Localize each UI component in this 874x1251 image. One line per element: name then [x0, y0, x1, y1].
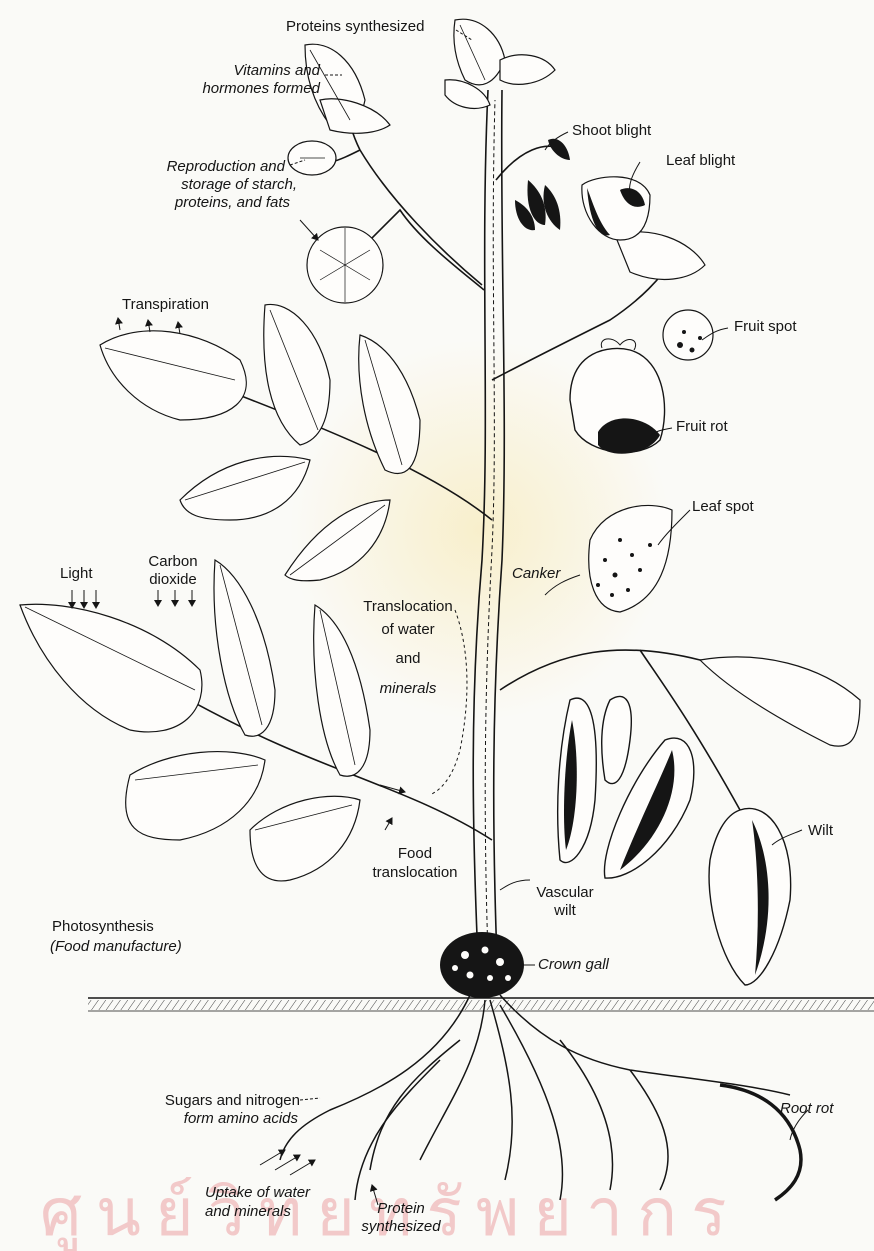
- label-protein-bottom-line1: Protein: [356, 1200, 446, 1218]
- label-leaf-spot: Leaf spot: [692, 498, 754, 516]
- label-translocation-line1: Translocation: [350, 598, 466, 616]
- label-uptake-line2: and minerals: [205, 1203, 291, 1221]
- label-carbon-dioxide-line2: dioxide: [138, 571, 208, 589]
- fruit-rot-tomato: [570, 339, 665, 454]
- label-carbon-dioxide-line1: Carbon: [138, 553, 208, 571]
- leaf-blight-leaves: [582, 177, 650, 240]
- label-photosynthesis-line1: Photosynthesis: [52, 918, 154, 936]
- label-fruit-rot: Fruit rot: [676, 418, 728, 436]
- label-root-rot: Root rot: [780, 1100, 833, 1118]
- label-reproduction-line3: proteins, and fats: [100, 194, 290, 212]
- label-wilt: Wilt: [808, 822, 833, 840]
- label-reproduction-line1: Reproduction and: [100, 158, 285, 176]
- label-vitamins-line1: Vitamins and: [160, 62, 320, 80]
- label-translocation-line3: and: [350, 650, 466, 668]
- fruit-spot-tomato: [663, 310, 713, 360]
- label-sugars-line1: Sugars and nitrogen: [110, 1092, 300, 1110]
- label-transpiration: Transpiration: [122, 296, 209, 314]
- label-food-line1: Food: [345, 845, 485, 863]
- label-uptake-line1: Uptake of water: [205, 1184, 310, 1202]
- label-reproduction-line2: storage of starch,: [100, 176, 297, 194]
- label-fruit-spot: Fruit spot: [734, 318, 797, 336]
- label-light: Light: [60, 565, 93, 583]
- label-proteins-synthesized-top: Proteins synthesized: [286, 18, 424, 36]
- crown-gall: [440, 932, 524, 998]
- label-photosynthesis-line2: (Food manufacture): [50, 938, 182, 956]
- label-sugars-line2: form amino acids: [110, 1110, 298, 1128]
- shoot-blight: [515, 139, 570, 231]
- label-crown-gall: Crown gall: [538, 956, 609, 974]
- soil-surface: [88, 998, 874, 1011]
- label-canker: Canker: [512, 565, 560, 583]
- label-vascular-wilt-line2: wilt: [520, 902, 610, 920]
- label-vitamins-line2: hormones formed: [160, 80, 320, 98]
- label-shoot-blight: Shoot blight: [572, 122, 651, 140]
- label-translocation-line4: minerals: [350, 680, 466, 698]
- label-protein-bottom-line2: synthesized: [356, 1218, 446, 1236]
- label-food-line2: translocation: [345, 864, 485, 882]
- label-vascular-wilt-line1: Vascular: [520, 884, 610, 902]
- roots: [280, 995, 790, 1200]
- label-translocation-line2: of water: [350, 621, 466, 639]
- label-leaf-blight: Leaf blight: [666, 152, 735, 170]
